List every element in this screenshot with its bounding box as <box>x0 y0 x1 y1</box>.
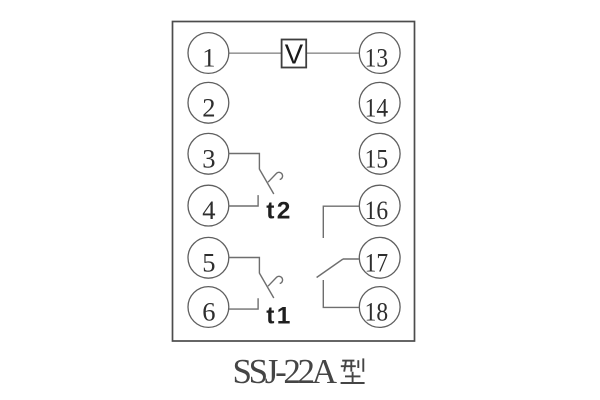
svg-text:13: 13 <box>365 43 389 73</box>
svg-text:2: 2 <box>277 198 291 225</box>
svg-text:t: t <box>266 198 274 225</box>
svg-text:5: 5 <box>202 247 215 277</box>
svg-text:SSJ-22A: SSJ-22A <box>233 352 338 391</box>
svg-text:6: 6 <box>202 297 215 327</box>
svg-text:2: 2 <box>202 92 215 122</box>
svg-text:4: 4 <box>202 195 215 225</box>
svg-text:14: 14 <box>365 92 389 122</box>
svg-text:16: 16 <box>365 195 389 225</box>
svg-text:1: 1 <box>277 303 291 330</box>
svg-text:17: 17 <box>365 247 389 277</box>
svg-text:3: 3 <box>202 143 215 173</box>
svg-text:15: 15 <box>365 143 389 173</box>
svg-text:t: t <box>266 303 274 330</box>
svg-text:18: 18 <box>365 297 389 327</box>
svg-text:1: 1 <box>202 43 215 73</box>
svg-text:V: V <box>285 39 304 70</box>
